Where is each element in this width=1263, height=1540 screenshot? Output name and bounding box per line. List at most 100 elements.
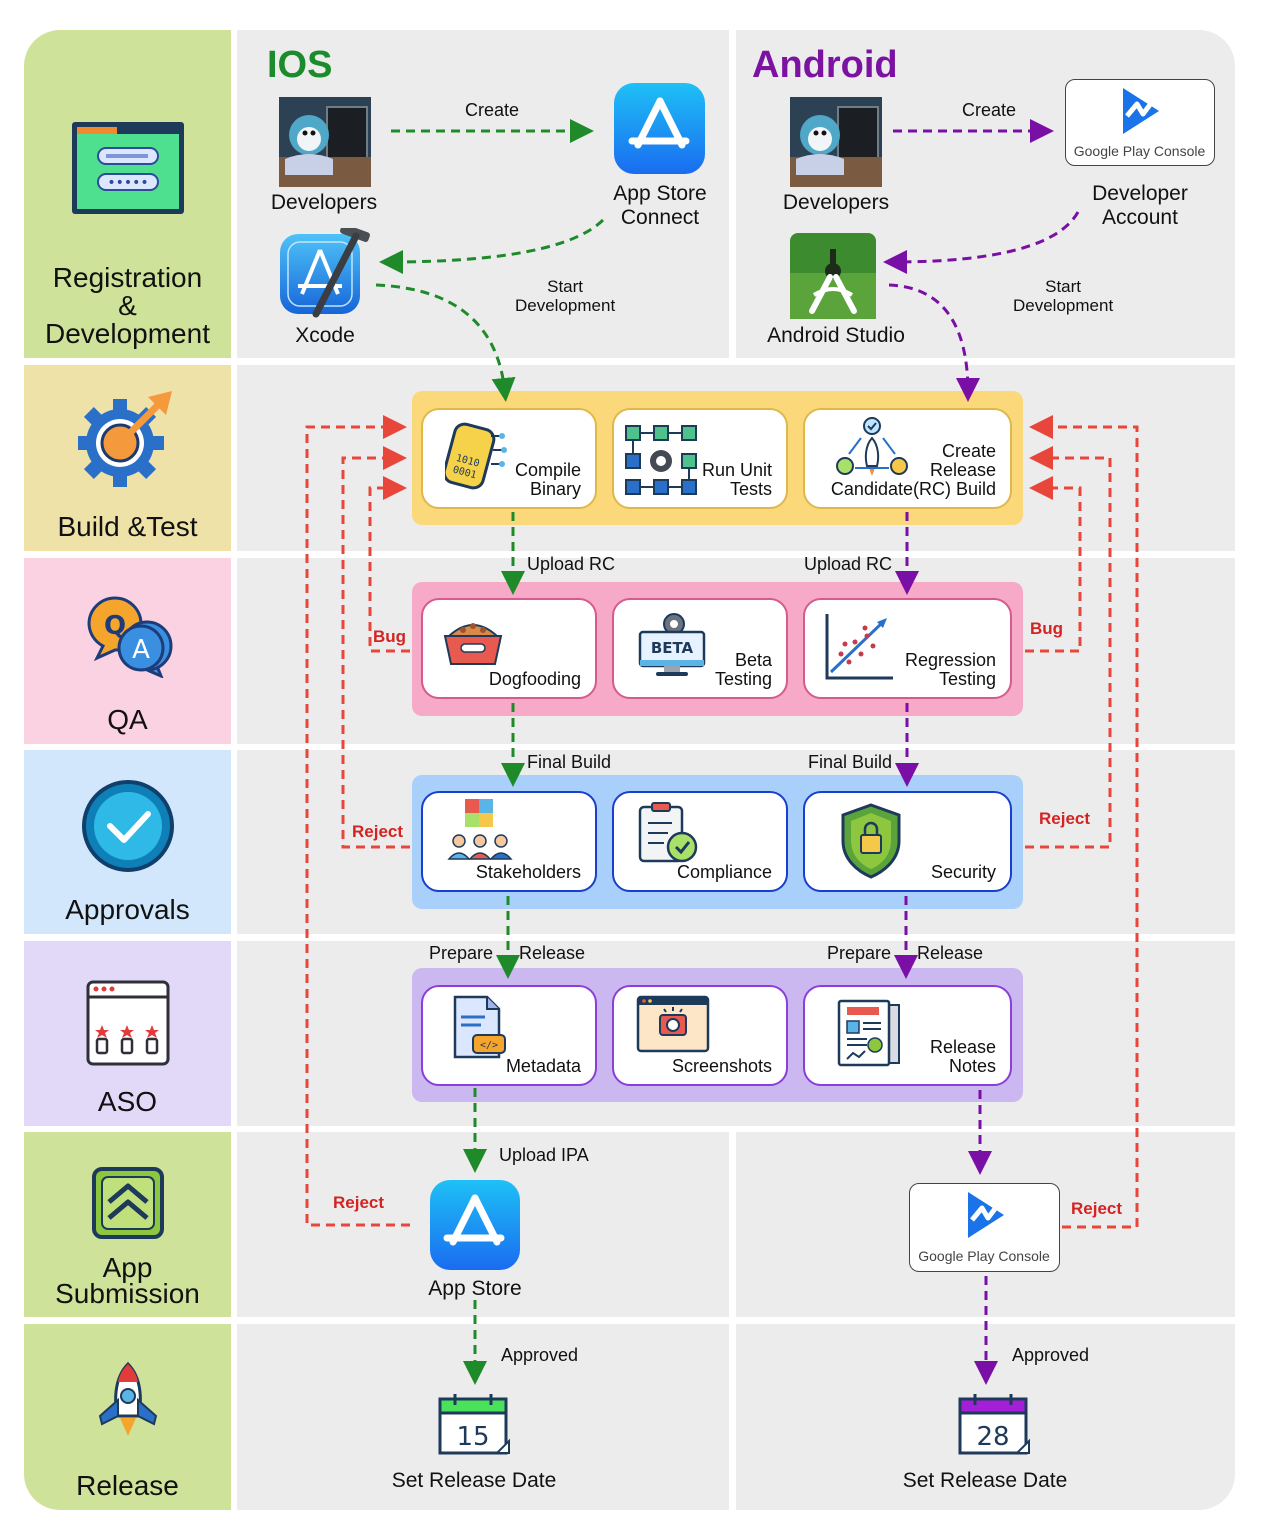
xcode-icon[interactable] [280,224,374,318]
bug-label-right: Bug [1030,619,1064,638]
upload-ipa-label: Upload IPA [499,1145,589,1165]
app-store-label: App Store [428,1277,522,1300]
app-store-icon[interactable] [430,1180,520,1270]
lane-registration: ••••• Registration & Development [24,30,231,358]
security-label: Security [930,862,996,882]
scatter-chart-icon [821,610,897,691]
dogfooding-label: Dogfooding [488,669,581,689]
lane-release: Release [24,1324,231,1510]
beta-testing-label: Beta Testing [714,650,772,689]
checkmark-circle-icon [24,778,231,874]
screenshots-label: Screenshots [671,1056,772,1076]
metadata-document-icon: </> [451,995,509,1066]
arrow-asc-to-xcode [379,218,605,274]
security-card[interactable]: Security [803,791,1012,892]
stakeholders-label: Stakeholders [475,862,581,882]
screenshots-card[interactable]: Screenshots [612,985,788,1086]
app-store-connect-label: App Store Connect [613,182,707,229]
binary-file-icon: 1010 0001 [442,420,507,495]
reject-label-android-submission: Reject [1071,1199,1123,1218]
lane-title: Registration & Development [45,262,210,349]
metadata-card[interactable]: </> Metadata [421,985,597,1086]
calendar-icon-ios: 15 [437,1393,513,1461]
beta-testing-card[interactable]: BETA Beta Testing [612,598,788,699]
create-rc-card[interactable]: Create Release Candidate(RC) Build [803,408,1012,509]
svg-text:•••••: ••••• [107,175,148,191]
android-title: Android [752,44,898,86]
double-chevron-up-icon [24,1166,231,1240]
play-console-logo-text: Google Play Console [1073,143,1206,159]
start-development-label-android: Start Development [1013,277,1114,315]
start-development-label-ios: Start Development [515,277,616,315]
bug-label-left: Bug [373,627,407,646]
reject-label-left: Reject [352,822,404,841]
lane-aso: ASO [24,941,231,1126]
approved-label-ios: Approved [501,1345,579,1365]
reject-loop-left-approvals [341,446,410,849]
stakeholders-card[interactable]: Stakeholders [421,791,597,892]
arrow-account-to-studio [883,211,1080,274]
create-rc-label: Create Release Candidate(RC) Build [830,441,996,499]
reject-loop-right-approvals [1025,446,1112,849]
approved-label-android: Approved [1012,1345,1090,1365]
lane-title: Release [76,1470,179,1501]
play-console-card-top[interactable]: Google Play Console [1065,79,1215,166]
developers-label-ios: Developers [270,191,378,214]
calendar-icon-android: 28 [957,1393,1033,1461]
security-shield-icon [841,803,901,884]
ios-title: IOS [267,44,333,86]
play-console-logo-icon [964,1190,1008,1245]
unit-test-flow-icon [624,424,698,501]
developers-label-android: Developers [782,191,890,214]
compliance-clipboard-icon [636,801,702,872]
metadata-label: Metadata [505,1056,581,1076]
developers-avatar-ios [279,97,371,187]
reject-label-ios-submission: Reject [333,1193,385,1212]
lane-title: ASO [97,1086,158,1117]
regression-testing-label: Regression Testing [904,650,996,689]
release-candidate-icon [835,416,909,485]
beta-badge: BETA [651,639,694,657]
qa-chat-icon: Q A [24,596,231,678]
dogfooding-card[interactable]: Dogfooding [421,598,597,699]
bug-loop-right [1025,476,1082,653]
play-console-logo-icon [1119,86,1163,141]
compliance-card[interactable]: Compliance [612,791,788,892]
android-studio-label: Android Studio [767,324,905,347]
compile-binary-card[interactable]: 1010 0001 Compile Binary [421,408,597,509]
lane-title: Build &Test [57,511,198,542]
beta-monitor-icon: BETA [636,612,708,683]
upload-rc-label-ios: Upload RC [527,554,616,574]
app-store-connect-icon[interactable] [614,83,705,174]
browser-form-icon: ••••• [24,118,231,218]
bug-loop-left [368,476,410,653]
rocket-icon [24,1360,231,1438]
prepare-label-android: Prepare [827,943,892,963]
lane-approvals: Approvals [24,750,231,934]
lane-build-test: Build &Test [24,365,231,551]
release-notes-card[interactable]: Release Notes [803,985,1012,1086]
release-notes-newspaper-icon [837,999,903,1074]
gear-arrow-icon [24,387,231,487]
reject-loop-left-submission [305,415,410,1227]
android-studio-icon[interactable] [790,233,876,319]
xcode-label: Xcode [295,324,355,347]
play-console-logo-text: Google Play Console [918,1248,1050,1264]
run-unit-tests-card[interactable]: Run Unit Tests [612,408,788,509]
lane-title: Approvals [65,894,190,925]
svg-text:A: A [132,635,150,665]
screenshot-camera-icon [636,995,710,1058]
dog-food-bowl-icon [443,614,503,673]
set-release-date-label-ios: Set Release Date [391,1469,557,1492]
arrow-studio-to-build [888,283,980,402]
play-console-card-submission[interactable]: Google Play Console [909,1183,1060,1272]
developer-account-label: Developer Account [1092,182,1188,229]
calendar-day-android: 28 [976,1422,1009,1452]
calendar-day-ios: 15 [456,1422,489,1452]
release-label-ios: Release [519,943,586,963]
run-unit-tests-label: Run Unit Tests [701,460,772,499]
compliance-label: Compliance [676,862,772,882]
regression-testing-card[interactable]: Regression Testing [803,598,1012,699]
lane-title: QA [107,704,148,735]
